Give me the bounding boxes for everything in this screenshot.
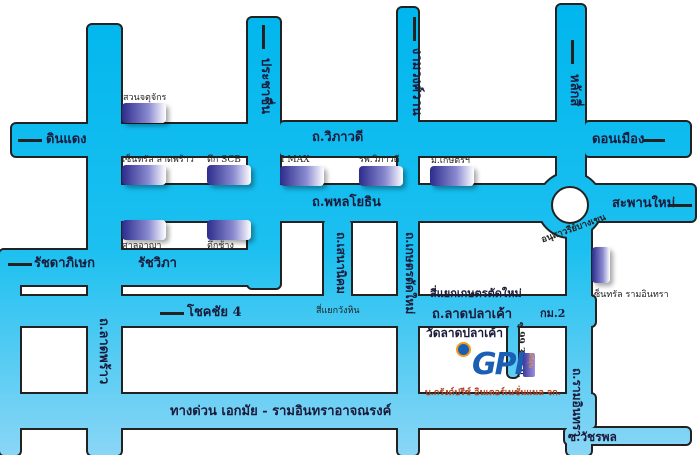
company-sign: ศรีสุข	[523, 353, 535, 377]
road-segment	[567, 205, 591, 455]
arrow-right-icon	[643, 139, 665, 142]
label-kasetsart: ม.เกษตรฯ	[431, 156, 470, 166]
label-court: ศาลอาญา	[122, 241, 162, 251]
arrow-up-icon	[413, 17, 416, 41]
landmark-court	[122, 220, 166, 240]
landmark-scb	[207, 165, 251, 185]
landmark-kasetsart	[430, 166, 474, 186]
label-lak-si: หลักสี่	[567, 74, 582, 107]
label-chatuchak: สวนจตุจักร	[123, 93, 167, 103]
label-phahon: ถ.พหลโยธิน	[312, 195, 381, 210]
label-central-ladprao: เซ็นทรัล ลาดพร้าว	[122, 155, 194, 165]
road-segment	[508, 325, 518, 377]
label-tuk-chang: ตึกช้าง	[207, 241, 234, 251]
road-segment	[585, 122, 690, 156]
road-segment	[398, 8, 418, 455]
landmark-central-ladprao	[122, 165, 166, 185]
road-segment	[0, 394, 595, 428]
label-prachachuen: ประชาชื่น	[258, 58, 273, 115]
label-km2: กม.2	[540, 307, 566, 320]
landmark-imax	[280, 166, 324, 186]
road-segment	[280, 122, 570, 156]
landmark-tuk-chang	[207, 220, 251, 240]
road-segment	[324, 220, 351, 302]
label-din-daeng: ดินแดง	[46, 132, 87, 147]
arrow-up-icon	[262, 25, 265, 49]
label-central-ramintra: เซ็นทรัล รามอินทรา	[591, 290, 669, 300]
road-segment	[0, 250, 278, 285]
label-lat-pla-khao: ถ.ลาดปลาเค้า	[432, 307, 513, 322]
road-segment	[557, 5, 585, 195]
temple-marker-icon	[456, 342, 471, 357]
arrow-left-icon	[18, 139, 42, 142]
label-saphan-mai: สะพานใหม่	[612, 196, 676, 211]
label-chokchai4: โชคชัย 4	[187, 305, 242, 320]
label-vibhavadi: ถ.วิภาวดี	[312, 130, 364, 145]
company-logo: GPI	[472, 347, 526, 382]
label-imax: I MAX	[281, 155, 310, 165]
road-segment	[565, 428, 690, 444]
label-vibhavadi-hospital: รพ.วิภาวดี	[359, 155, 400, 165]
road-segment	[0, 250, 20, 455]
arrow-right-icon	[670, 204, 692, 207]
label-ram-intra: ถ.รามอินทรา	[570, 368, 584, 438]
label-ngamwongwan: งามวงศ์วาน	[409, 48, 424, 116]
label-kaset-junction: สี่แยกเกษตรตัดใหม่	[430, 287, 522, 300]
label-wacharaphon: ซ.วัชรพล	[568, 430, 617, 444]
landmark-chatuchak	[122, 103, 166, 123]
road-segment	[0, 296, 595, 326]
road-segment	[12, 124, 262, 156]
label-wang-hin-junction: สี่แยกวังหิน	[316, 306, 360, 316]
landmark-central-ramintra	[592, 247, 610, 283]
road-segment	[88, 25, 121, 455]
label-expressway: ทางด่วน เอกมัย - รามอินทราอาจณรงค์	[170, 404, 392, 419]
arrow-left-icon	[8, 263, 32, 266]
label-ratchawipa: รัชวิภา	[138, 256, 177, 271]
roundabout-island	[551, 186, 589, 224]
label-don-mueang: ดอนเมือง	[592, 132, 645, 147]
label-lat-phrao: ถ.ลาดพร้าว	[96, 318, 111, 385]
label-sena-nikhom: ถ.เสนานิคม	[334, 232, 348, 294]
label-ratchada: รัชดาภิเษก	[34, 256, 96, 271]
arrow-left-icon	[160, 312, 184, 315]
arrow-up-icon	[571, 40, 574, 64]
landmark-vibhavadi-hospital	[359, 166, 403, 186]
label-kaset-tat-mai: ถ.เกษตรตัดใหม่	[403, 232, 417, 315]
company-name: บ.กรังด์ปรีซ์ อินเตอร์เนชั่นแนล จก.	[425, 388, 561, 398]
road-segment	[248, 18, 280, 288]
label-scb: ตึก SCB	[207, 155, 241, 165]
label-wat: วัดลาดปลาเค้า	[426, 326, 503, 340]
